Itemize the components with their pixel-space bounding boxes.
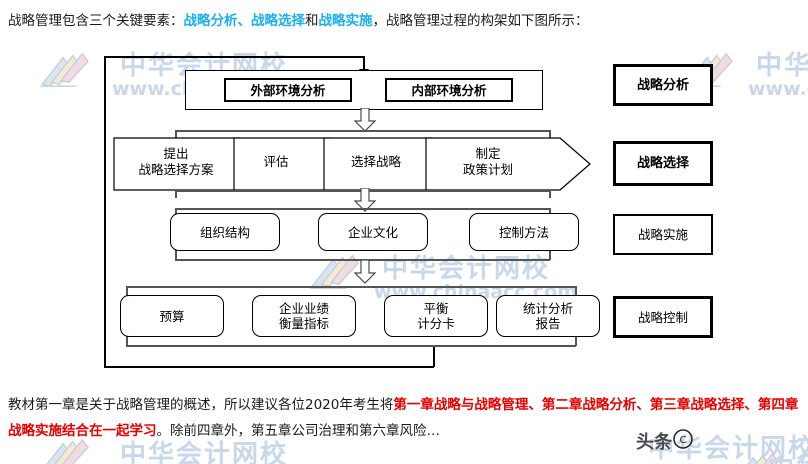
control-bracket-bottom <box>126 345 576 347</box>
chevron-choose-strategy[interactable]: 选择战略 <box>326 154 426 170</box>
intro-seg-2: 和 <box>305 13 319 29</box>
feedback-top-connector <box>104 56 364 58</box>
chevron-formulate-policy-plan[interactable]: 制定 政策计划 <box>430 146 546 178</box>
feedback-bottom-riser <box>433 346 435 367</box>
conclusion-seg-2: 。除前四章外，第五章公司治理和第六章风险… <box>156 423 441 439</box>
stage-label-strategic-choice[interactable]: 战略选择 <box>613 141 713 186</box>
chevron-label-line2: 政策计划 <box>462 162 513 177</box>
chevron-label-line1: 评估 <box>263 154 289 169</box>
entry-arrow-stem <box>363 56 365 70</box>
control-label-line2: 计分卡 <box>417 316 455 331</box>
selection-bottom-right-riser <box>549 190 551 198</box>
stage-label-strategic-control[interactable]: 战略控制 <box>613 296 713 338</box>
control-bracket-top <box>126 286 576 288</box>
intro-paragraph: 战略管理包含三个关键要素：战略分析、战略选择和战略实施，战略管理过程的构架如下图… <box>8 8 798 34</box>
feedback-bottom-connector <box>104 366 434 368</box>
intro-highlight-1: 战略分析、战略选择 <box>183 13 306 29</box>
box-corporate-culture[interactable]: 企业文化 <box>318 213 428 251</box>
box-budget[interactable]: 预算 <box>120 295 224 337</box>
box-external-environment-analysis[interactable]: 外部环境分析 <box>224 78 352 102</box>
chevron-propose-alternatives[interactable]: 提出 战略选择方案 <box>118 146 234 178</box>
strategy-management-diagram: 外部环境分析 内部环境分析 提出 战略选择方案 评估 选择战略 <box>0 46 808 386</box>
selection-bottom-left-riser <box>175 190 177 198</box>
feedback-left-spine <box>104 56 106 368</box>
selection-bracket-left <box>175 130 177 138</box>
chevron-label-line1: 提出 <box>163 146 189 161</box>
control-label-line1: 平衡 <box>423 301 449 316</box>
box-control-method[interactable]: 控制方法 <box>469 213 579 251</box>
stage-label-strategic-analysis[interactable]: 战略分析 <box>613 64 713 106</box>
intro-seg-1: 战略管理包含三个关键要素： <box>8 13 184 29</box>
conclusion-paragraph: 教材第一章是关于战略管理的概述，所以建议各位2020年考生将第一章战略与战略管理… <box>8 392 800 444</box>
conclusion-seg-1: 教材第一章是关于战略管理的概述，所以建议各位2020年考生将 <box>8 397 394 413</box>
implementation-bracket-top <box>175 208 550 210</box>
control-label-line1: 企业业绩 <box>278 301 329 316</box>
conclusion-highlight: 第一章战略与战略管理、第二章战略分析、第三章战略选择、第四章战略实施结合在一起学… <box>8 397 799 439</box>
control-label-line2: 衡量指标 <box>278 316 329 331</box>
intro-seg-3: ，战略管理过程的构架如下图所示： <box>372 13 589 29</box>
chevron-evaluate[interactable]: 评估 <box>236 154 316 170</box>
flow-arrow-down-icon <box>354 188 376 212</box>
selection-chevron-strip <box>113 137 591 191</box>
box-internal-environment-analysis[interactable]: 内部环境分析 <box>385 78 513 102</box>
control-label-line1: 统计分析 <box>522 301 573 316</box>
box-statistical-analysis-report[interactable]: 统计分析 报告 <box>496 295 600 337</box>
chevron-label-line2: 战略选择方案 <box>138 162 214 177</box>
box-business-performance-metrics[interactable]: 企业业绩 衡量指标 <box>252 295 356 337</box>
chevron-label-line1: 制定 <box>475 146 501 161</box>
chinaacc-logo-icon <box>747 452 779 464</box>
selection-bracket-right <box>549 130 551 138</box>
selection-bracket-top <box>175 130 550 132</box>
flow-arrow-down-icon <box>354 260 376 284</box>
stage-label-strategic-implementation[interactable]: 战略实施 <box>613 214 713 255</box>
control-label-line2: 报告 <box>535 316 561 331</box>
watermark-brand-cn: 中华会计网校 <box>768 448 808 464</box>
chevron-label-line1: 选择战略 <box>350 154 401 169</box>
control-label-line1: 预算 <box>159 308 185 324</box>
intro-highlight-2: 战略实施 <box>318 13 373 29</box>
box-organizational-structure[interactable]: 组织结构 <box>170 213 280 251</box>
flow-arrow-down-icon <box>354 108 376 132</box>
box-balanced-scorecard[interactable]: 平衡 计分卡 <box>384 295 488 337</box>
